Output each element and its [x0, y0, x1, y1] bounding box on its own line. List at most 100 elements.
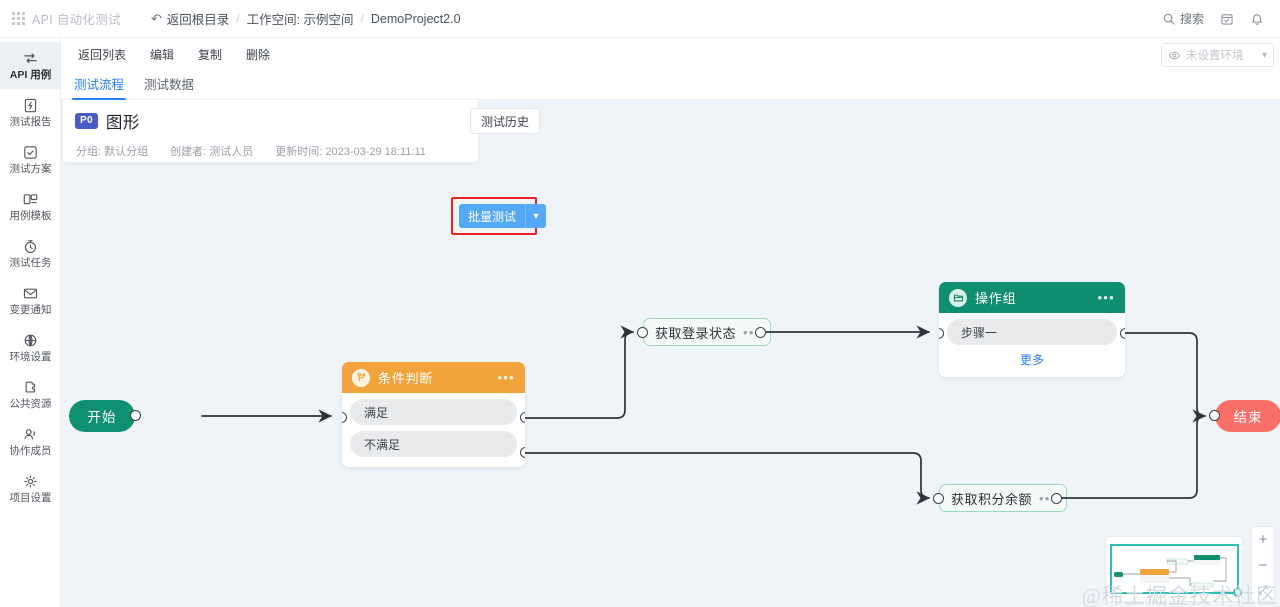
top-bar: API 自动化测试 ↷ 返回根目录 / 工作空间: 示例空间 / DemoPro… — [0, 0, 1280, 38]
node-start[interactable]: 开始 — [69, 400, 141, 432]
branch-satisfied[interactable]: 满足 — [350, 399, 517, 425]
node-get-points-balance-box: 获取积分余额 ••• — [939, 484, 1067, 512]
minimap[interactable] — [1105, 536, 1243, 602]
minimap-preview — [1114, 555, 1227, 588]
batch-test-dropdown-toggle[interactable]: ▾ — [525, 204, 547, 228]
port-start-out[interactable] — [130, 410, 141, 421]
breadcrumb-separator-1: / — [236, 11, 240, 26]
case-meta: 分组: 默认分组 创建者: 测试人员 更新时间: 2023-03-29 18:1… — [75, 143, 466, 159]
port-login-out[interactable] — [755, 327, 766, 338]
edit-button[interactable]: 编辑 — [140, 43, 185, 66]
checklist-icon — [22, 144, 39, 161]
tab-test-flow[interactable]: 测试流程 — [64, 74, 134, 100]
sidebar: API 用例 测试报告 测试方案 用例模板 测试任务 变更通知 环境设置 — [0, 38, 61, 607]
bell-icon[interactable] — [1250, 12, 1264, 26]
sidebar-item-test-task[interactable]: 测试任务 — [0, 230, 61, 277]
api-sync-icon — [22, 50, 39, 67]
node-get-points-balance[interactable]: 获取积分余额 ••• — [933, 484, 1067, 512]
sidebar-item-api-cases[interactable]: API 用例 — [0, 42, 61, 89]
node-get-login-status-label: 获取登录状态 — [655, 325, 737, 341]
node-operation-group-body: 步骤一 更多 — [939, 313, 1125, 377]
calendar-icon[interactable] — [1220, 12, 1234, 26]
sidebar-item-collaborators[interactable]: 协作成员 — [0, 418, 61, 465]
content-area: 返回列表 编辑 复制 删除 未设置环境 ▾ 测试流程 测试数据 — [61, 38, 1280, 607]
batch-test-button[interactable]: 批量测试 — [459, 204, 526, 228]
sidebar-item-test-report[interactable]: 测试报告 — [0, 89, 61, 136]
environment-selector[interactable]: 未设置环境 ▾ — [1161, 43, 1274, 67]
zoom-controls: + − ⤢ — [1251, 526, 1275, 602]
port-group-out[interactable] — [1120, 328, 1125, 339]
meta-creator: 创建者: 测试人员 — [170, 146, 254, 158]
breadcrumb-project[interactable]: DemoProject2.0 — [370, 11, 461, 26]
node-condition-header: 条件判断 ••• — [342, 362, 525, 393]
fit-view-button[interactable]: ⤢ — [1258, 582, 1268, 597]
sidebar-item-case-template[interactable]: 用例模板 — [0, 183, 61, 230]
sidebar-item-test-plan[interactable]: 测试方案 — [0, 136, 61, 183]
undo-arrow-icon: ↷ — [150, 10, 162, 26]
search-label: 搜索 — [1179, 12, 1204, 26]
users-icon — [22, 426, 39, 443]
test-history-button[interactable]: 测试历史 — [469, 108, 540, 134]
timer-icon — [22, 238, 39, 255]
sidebar-item-label: 测试任务 — [9, 257, 52, 270]
meta-updated: 更新时间: 2023-03-29 18:11:11 — [275, 146, 426, 158]
node-condition-title: 条件判断 — [378, 371, 434, 386]
mail-icon — [22, 285, 39, 302]
node-start-label: 开始 — [69, 400, 135, 432]
node-end[interactable]: 结束 — [1209, 400, 1280, 432]
sidebar-item-project-settings[interactable]: 项目设置 — [0, 465, 61, 512]
port-condition-true-out[interactable] — [520, 412, 525, 423]
minimap-resize-handle[interactable] — [1233, 588, 1242, 597]
delete-button[interactable]: 删除 — [236, 43, 281, 66]
search-button[interactable]: 搜索 — [1162, 10, 1204, 27]
zoom-in-button[interactable]: + — [1258, 531, 1268, 549]
node-condition[interactable]: 条件判断 ••• 满足 不满足 — [342, 362, 525, 467]
node-get-login-status[interactable]: 获取登录状态 ••• — [637, 318, 771, 346]
branch-not-satisfied[interactable]: 不满足 — [350, 431, 517, 457]
node-operation-group-title: 操作组 — [975, 291, 1017, 306]
priority-badge: P0 — [75, 113, 98, 129]
node-get-login-status-box: 获取登录状态 ••• — [643, 318, 771, 346]
report-icon — [22, 97, 39, 114]
sidebar-item-change-notice[interactable]: 变更通知 — [0, 277, 61, 324]
page-title: 图形 — [105, 114, 140, 132]
back-to-list-button[interactable]: 返回列表 — [68, 43, 137, 66]
tab-bar: 测试流程 测试数据 — [61, 71, 1280, 100]
sidebar-item-env-settings[interactable]: 环境设置 — [0, 324, 61, 371]
port-points-in[interactable] — [933, 493, 944, 504]
branch-icon — [352, 368, 370, 387]
tab-test-data[interactable]: 测试数据 — [144, 78, 195, 92]
group-more-link[interactable]: 更多 — [1019, 353, 1044, 367]
node-condition-body: 满足 不满足 — [342, 393, 525, 467]
port-points-out[interactable] — [1051, 493, 1062, 504]
group-step-item[interactable]: 步骤一 — [947, 319, 1117, 345]
chevron-down-icon: ▾ — [533, 210, 539, 222]
port-end-in[interactable] — [1209, 410, 1220, 421]
port-login-in[interactable] — [637, 327, 648, 338]
grid-icon[interactable] — [12, 12, 25, 25]
batch-test-group: 批量测试 ▾ — [459, 204, 547, 228]
minimap-viewport[interactable] — [1110, 544, 1242, 597]
environment-value: 未设置环境 — [1186, 50, 1244, 62]
template-icon — [22, 191, 39, 208]
zoom-out-button[interactable]: − — [1258, 556, 1268, 574]
puzzle-icon — [22, 379, 39, 396]
eye-icon — [1168, 51, 1181, 59]
flow-canvas[interactable]: P0 图形 分组: 默认分组 创建者: 测试人员 更新时间: 2023-03-2… — [61, 100, 1280, 607]
sidebar-item-public-resource[interactable]: 公共资源 — [0, 371, 61, 418]
port-condition-false-out[interactable] — [520, 447, 525, 458]
chevron-down-icon: ▾ — [1261, 49, 1267, 61]
sidebar-item-label: 协作成员 — [9, 445, 52, 458]
case-info-card: P0 图形 分组: 默认分组 创建者: 测试人员 更新时间: 2023-03-2… — [63, 100, 540, 162]
node-operation-group-menu[interactable]: ••• — [1097, 290, 1115, 305]
back-to-root-button[interactable]: ↷ 返回根目录 — [151, 9, 229, 28]
breadcrumb-workspace[interactable]: 工作空间: 示例空间 — [246, 13, 354, 27]
sidebar-item-label: 环境设置 — [9, 351, 52, 364]
node-operation-group[interactable]: 操作组 ••• 步骤一 更多 — [939, 282, 1125, 377]
copy-button[interactable]: 复制 — [188, 43, 233, 66]
case-title-row: P0 图形 — [75, 109, 466, 133]
sidebar-item-label: API 用例 — [9, 69, 52, 82]
node-condition-menu[interactable]: ••• — [497, 370, 515, 385]
breadcrumb-separator-2: / — [360, 11, 364, 26]
